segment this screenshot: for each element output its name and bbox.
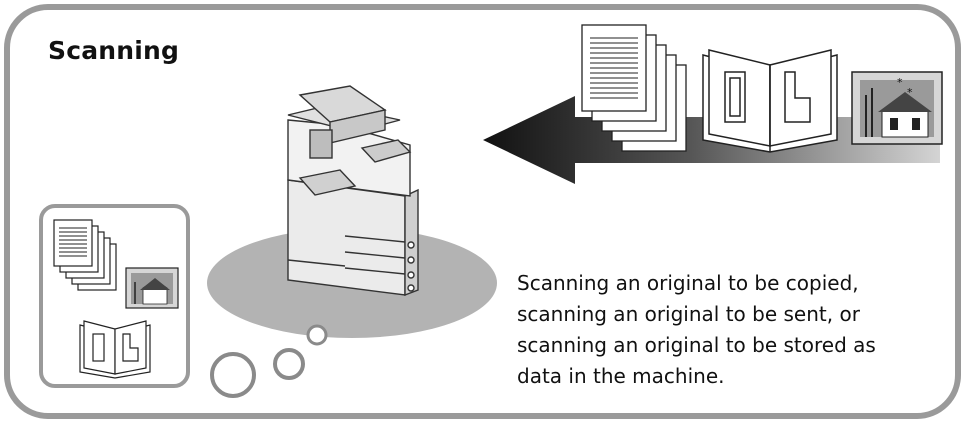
description-line-4: data in the machine. xyxy=(517,364,725,388)
open-book-icon xyxy=(702,49,838,153)
svg-text:*: * xyxy=(897,76,903,89)
thought-bubble-small xyxy=(306,324,328,346)
multifunction-printer-icon xyxy=(287,85,419,297)
document-stack-icon xyxy=(581,24,687,152)
thought-bubble-large xyxy=(210,352,256,398)
svg-text:*: * xyxy=(907,86,913,99)
open-book-icon-small xyxy=(79,320,151,379)
thought-bubble-medium xyxy=(273,348,305,380)
description-line-1: Scanning an original to be copied, xyxy=(517,271,859,295)
photo-icon-small xyxy=(125,267,179,309)
description-line-3: scanning an original to be stored as xyxy=(517,333,876,357)
description-line-2: scanning an original to be sent, or xyxy=(517,302,860,326)
photo-icon: * * xyxy=(851,71,943,145)
page-title: Scanning xyxy=(48,36,180,65)
document-stack-icon-small xyxy=(53,219,117,291)
description-text: Scanning an original to be copied, scann… xyxy=(517,268,947,392)
